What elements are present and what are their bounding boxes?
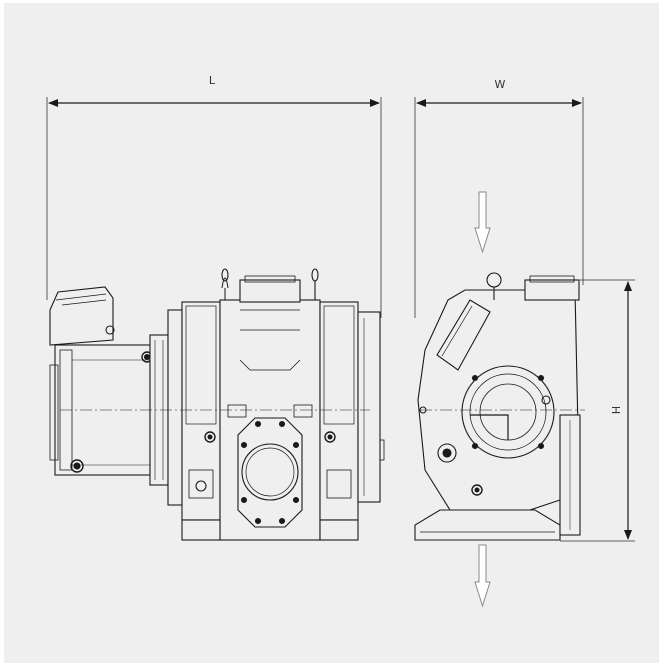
top-port xyxy=(239,279,301,303)
top-port-end xyxy=(524,279,580,301)
outlet-arrow-down-icon xyxy=(474,544,491,608)
oil-plug xyxy=(437,443,457,463)
end-cover xyxy=(461,365,555,459)
end-plate-left xyxy=(181,301,221,521)
lifting-eye xyxy=(486,272,502,288)
foot-left xyxy=(181,519,221,541)
outlet-arrow xyxy=(474,544,491,608)
dimension-label-w: W xyxy=(495,78,506,91)
end-plate-right xyxy=(319,301,359,521)
dimension-length: L xyxy=(46,74,382,318)
side-view xyxy=(49,268,385,541)
terminal-box-end xyxy=(436,299,491,371)
dimension-label-h: H xyxy=(609,406,622,414)
base-feet xyxy=(414,509,561,541)
dimension-width: W xyxy=(414,78,584,318)
gear-cover-left xyxy=(167,309,183,506)
inlet-arrow-down-icon xyxy=(474,191,491,254)
foot-right xyxy=(319,519,359,541)
gear-cover-right xyxy=(357,311,381,503)
terminal-box xyxy=(49,286,114,346)
dimension-height: H xyxy=(560,279,635,542)
outlet-flange xyxy=(237,417,303,528)
inlet-arrow xyxy=(474,191,491,254)
dimension-label-l: L xyxy=(209,74,216,87)
end-view xyxy=(414,272,585,541)
